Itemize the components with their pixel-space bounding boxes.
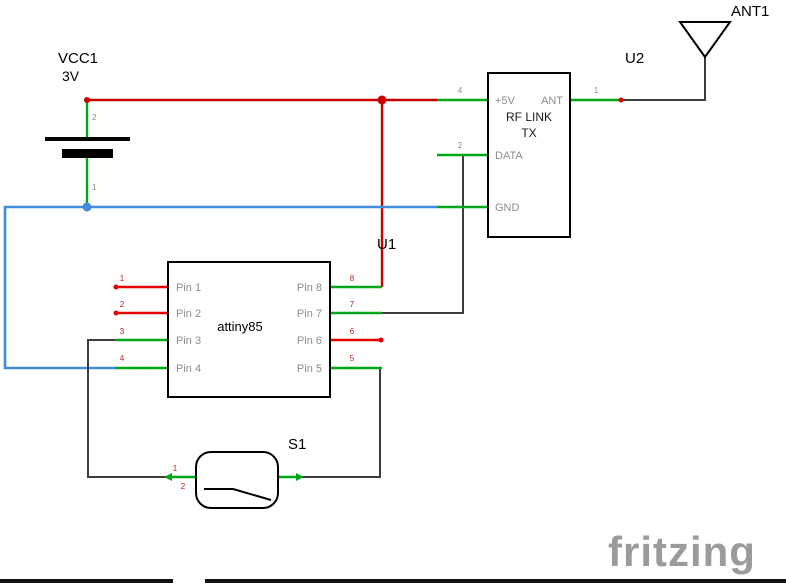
ic-pin3-number: 3 xyxy=(120,327,125,336)
ic-pin2-label: Pin 2 xyxy=(176,308,201,320)
ic-pin6-label: Pin 6 xyxy=(297,335,322,347)
ic-pin3-label: Pin 3 xyxy=(176,335,201,347)
rf-pin-5v-number: 4 xyxy=(458,86,463,95)
antenna-symbol[interactable] xyxy=(678,21,732,59)
wire-data-to-pin7[interactable] xyxy=(382,155,464,314)
battery-value-label[interactable]: 3V xyxy=(62,68,80,84)
switch-ref-label[interactable]: S1 xyxy=(288,436,306,453)
battery-plate-positive[interactable] xyxy=(45,137,130,141)
wire-gnd-to-pin4[interactable] xyxy=(3,205,437,370)
bottom-border-right xyxy=(205,579,786,583)
ic-pin5-number: 5 xyxy=(350,354,355,363)
ic-pin7-number: 7 xyxy=(350,300,355,309)
ic-body[interactable] xyxy=(167,261,331,398)
rf-pin-data-number: 2 xyxy=(458,141,463,150)
ic-pin8-label: Pin 8 xyxy=(297,282,322,294)
wire-pin3-to-switch[interactable] xyxy=(87,339,168,478)
switch-pin1-number: 1 xyxy=(173,464,178,473)
rf-pin-gnd-label: GND xyxy=(495,202,520,214)
junction-dot-gnd[interactable] xyxy=(82,202,92,212)
antenna-ref-label[interactable]: ANT1 xyxy=(731,3,769,20)
switch-pin2-number: 2 xyxy=(181,482,186,491)
bottom-border-left xyxy=(0,579,173,583)
wire-pin5-to-switch[interactable] xyxy=(300,368,381,478)
ic-pin5-label: Pin 5 xyxy=(297,363,322,375)
switch-body[interactable] xyxy=(195,451,279,509)
wire-ant-to-antenna[interactable] xyxy=(621,57,706,101)
rf-ref-label[interactable]: U2 xyxy=(625,50,644,67)
rf-pin-ant-number: 1 xyxy=(594,86,599,95)
fritzing-watermark: fritzing xyxy=(608,528,756,575)
junction-dot-battery-top[interactable] xyxy=(84,97,90,103)
ic-ref-label[interactable]: U1 xyxy=(377,236,396,253)
rf-pin-data-label: DATA xyxy=(495,150,523,162)
battery-ref-label[interactable]: VCC1 xyxy=(58,50,98,67)
ic-pin1-label: Pin 1 xyxy=(176,282,201,294)
ic-pin8-number: 8 xyxy=(350,274,355,283)
junction-dot-vcc[interactable] xyxy=(377,95,387,105)
battery-pin-top-number: 2 xyxy=(92,113,97,122)
rf-name-line2: TX xyxy=(521,126,536,140)
ic-pin7-label: Pin 7 xyxy=(297,308,322,320)
ic-name-label: attiny85 xyxy=(217,319,263,334)
switch-blade-line xyxy=(232,488,272,501)
ic-pin2-number: 2 xyxy=(120,300,125,309)
battery-plate-negative[interactable] xyxy=(62,149,113,158)
switch-pin2-arrow-icon xyxy=(296,473,304,481)
ic-pin4-number: 4 xyxy=(120,354,125,363)
endpoint-dot-pin2 xyxy=(113,310,119,316)
ic-pin6-number: 6 xyxy=(350,327,355,336)
switch-pin1-arrow-icon xyxy=(164,473,172,481)
battery-pin-bottom-number: 1 xyxy=(92,183,97,192)
rf-name-line1: RF LINK xyxy=(506,110,552,124)
rf-pin-5v-label: +5V xyxy=(495,95,516,107)
endpoint-dot-ant-wire xyxy=(618,97,624,103)
endpoint-dot-pin1 xyxy=(113,284,119,290)
ic-pin1-number: 1 xyxy=(120,274,125,283)
rf-pin-ant-label: ANT xyxy=(541,95,563,107)
endpoint-dot-pin6 xyxy=(378,337,384,343)
ic-pin4-label: Pin 4 xyxy=(176,363,201,375)
rf-module-body[interactable] xyxy=(487,72,571,238)
